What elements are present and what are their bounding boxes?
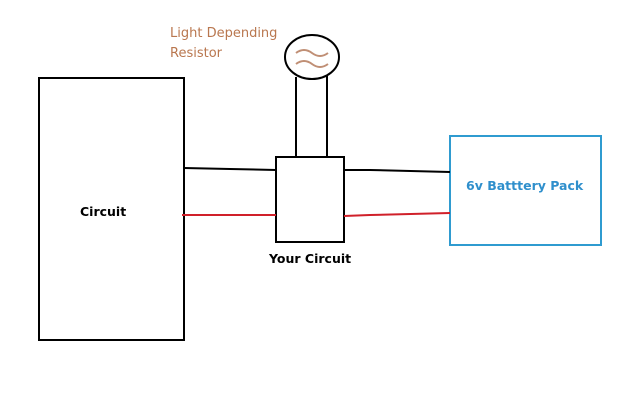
your-circuit-box: [275, 156, 345, 243]
battery-box: [449, 135, 602, 246]
ldr-label-line2: Resistor: [170, 46, 222, 61]
circuit-label: Circuit: [80, 204, 127, 219]
your-circuit-label: Your Circuit: [269, 251, 352, 266]
ldr-body: [284, 34, 340, 80]
ldr-squiggle-bottom: [295, 60, 329, 68]
battery-label: 6v Batttery Pack: [466, 178, 584, 193]
black-wire-right: [344, 169, 451, 173]
ldr-label: Light Depending Resistor: [170, 24, 277, 64]
circuit-box: [38, 77, 185, 341]
black-wire-left: [183, 167, 277, 171]
ldr-label-line1: Light Depending: [170, 26, 278, 41]
ldr-squiggle-top: [295, 49, 329, 57]
red-wire-right: [343, 212, 451, 217]
